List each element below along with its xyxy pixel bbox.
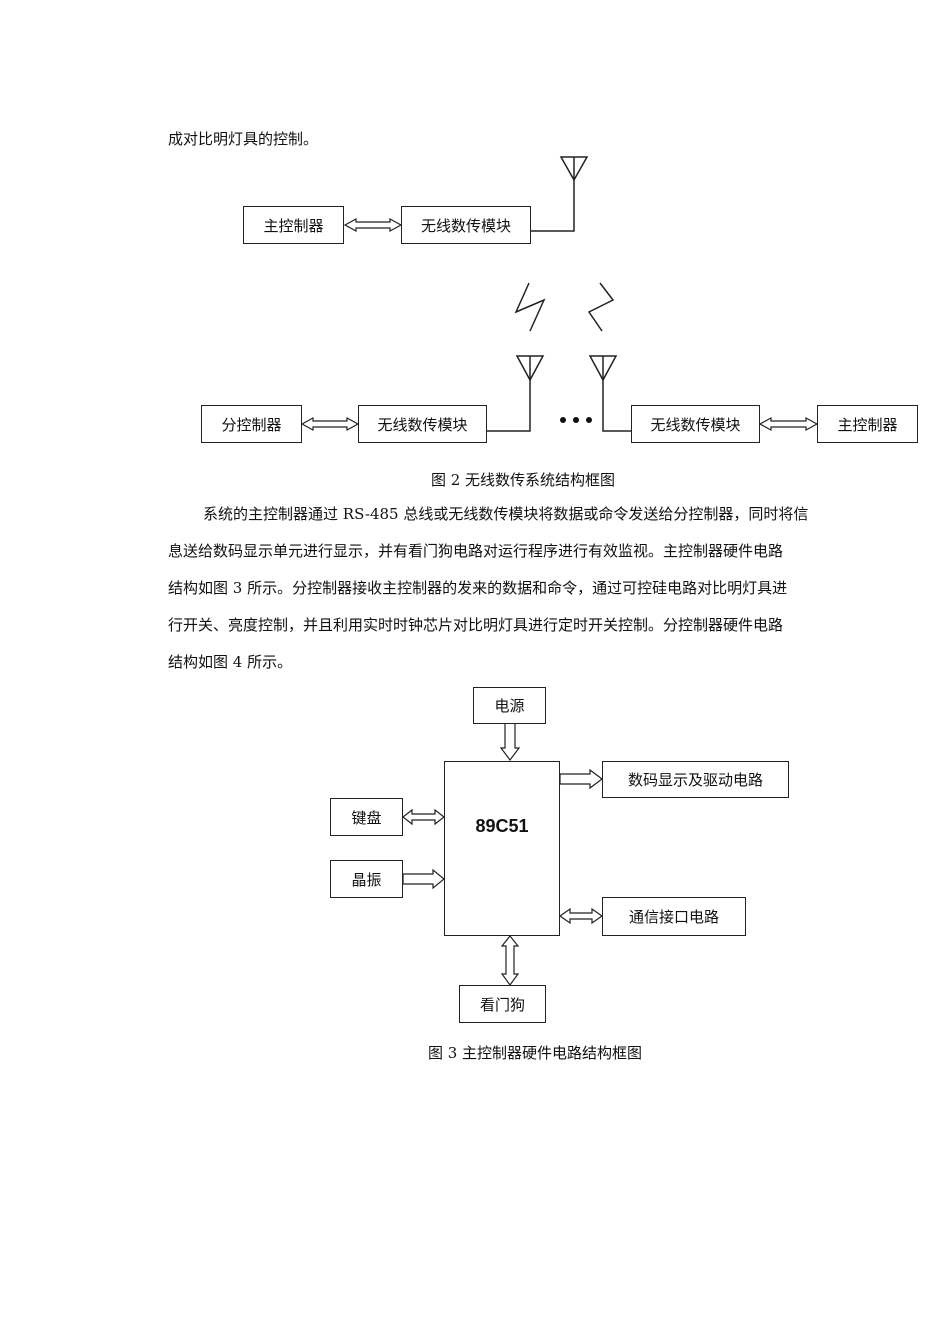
double-arrow-bottom-left <box>300 416 360 432</box>
figure3-caption: 图 3 主控制器硬件电路结构框图 <box>427 1044 643 1062</box>
antenna-top <box>531 156 589 232</box>
keyboard-box: 键盘 <box>330 798 403 836</box>
crystal-box: 晶振 <box>330 860 403 898</box>
paragraph-line-4: 行开关、亮度控制，并且利用实时时钟芯片对比明灯具进行定时开关控制。分控制器硬件电… <box>168 616 784 634</box>
double-arrow-keyboard <box>402 808 445 826</box>
paragraph-line-5: 结构如图 4 所示。 <box>168 653 293 671</box>
double-arrow-top <box>343 217 403 233</box>
figure2-caption: 图 2 无线数传系统结构框图 <box>430 471 616 489</box>
double-arrow-comm <box>558 907 604 925</box>
arrow-mcu-to-display <box>559 768 603 790</box>
wireless-signal-right <box>587 282 615 332</box>
mcu-box: 89C51 <box>444 761 560 936</box>
watchdog-box: 看门狗 <box>459 985 546 1023</box>
double-arrow-bottom-right <box>758 416 819 432</box>
arrow-power-to-mcu <box>499 722 521 761</box>
double-arrow-watchdog <box>500 935 520 987</box>
wireless-module-box-left: 无线数传模块 <box>358 405 487 443</box>
ellipsis-dots <box>560 417 592 423</box>
wireless-signal-left <box>514 282 546 332</box>
comm-interface-box: 通信接口电路 <box>602 897 746 936</box>
antenna-bottom-right <box>588 355 631 432</box>
power-box: 电源 <box>473 687 546 724</box>
intro-text: 成对比明灯具的控制。 <box>168 130 319 148</box>
arrow-crystal-to-mcu <box>402 868 445 890</box>
paragraph-line-3: 结构如图 3 所示。分控制器接收主控制器的发来的数据和命令，通过可控硅电路对比明… <box>168 579 788 597</box>
paragraph-line-2: 息送给数码显示单元进行显示，并有看门狗电路对运行程序进行有效监视。主控制器硬件电… <box>168 542 784 560</box>
main-controller-box-right: 主控制器 <box>817 405 918 443</box>
paragraph-line-1: 系统的主控制器通过 RS-485 总线或无线数传模块将数据或命令发送给分控制器，… <box>203 505 809 523</box>
wireless-module-box-top: 无线数传模块 <box>401 206 531 244</box>
antenna-bottom-left <box>487 355 545 432</box>
mcu-label: 89C51 <box>475 816 529 836</box>
main-controller-box-top: 主控制器 <box>243 206 344 244</box>
sub-controller-box: 分控制器 <box>201 405 302 443</box>
display-driver-box: 数码显示及驱动电路 <box>602 761 789 798</box>
wireless-module-box-right: 无线数传模块 <box>631 405 760 443</box>
